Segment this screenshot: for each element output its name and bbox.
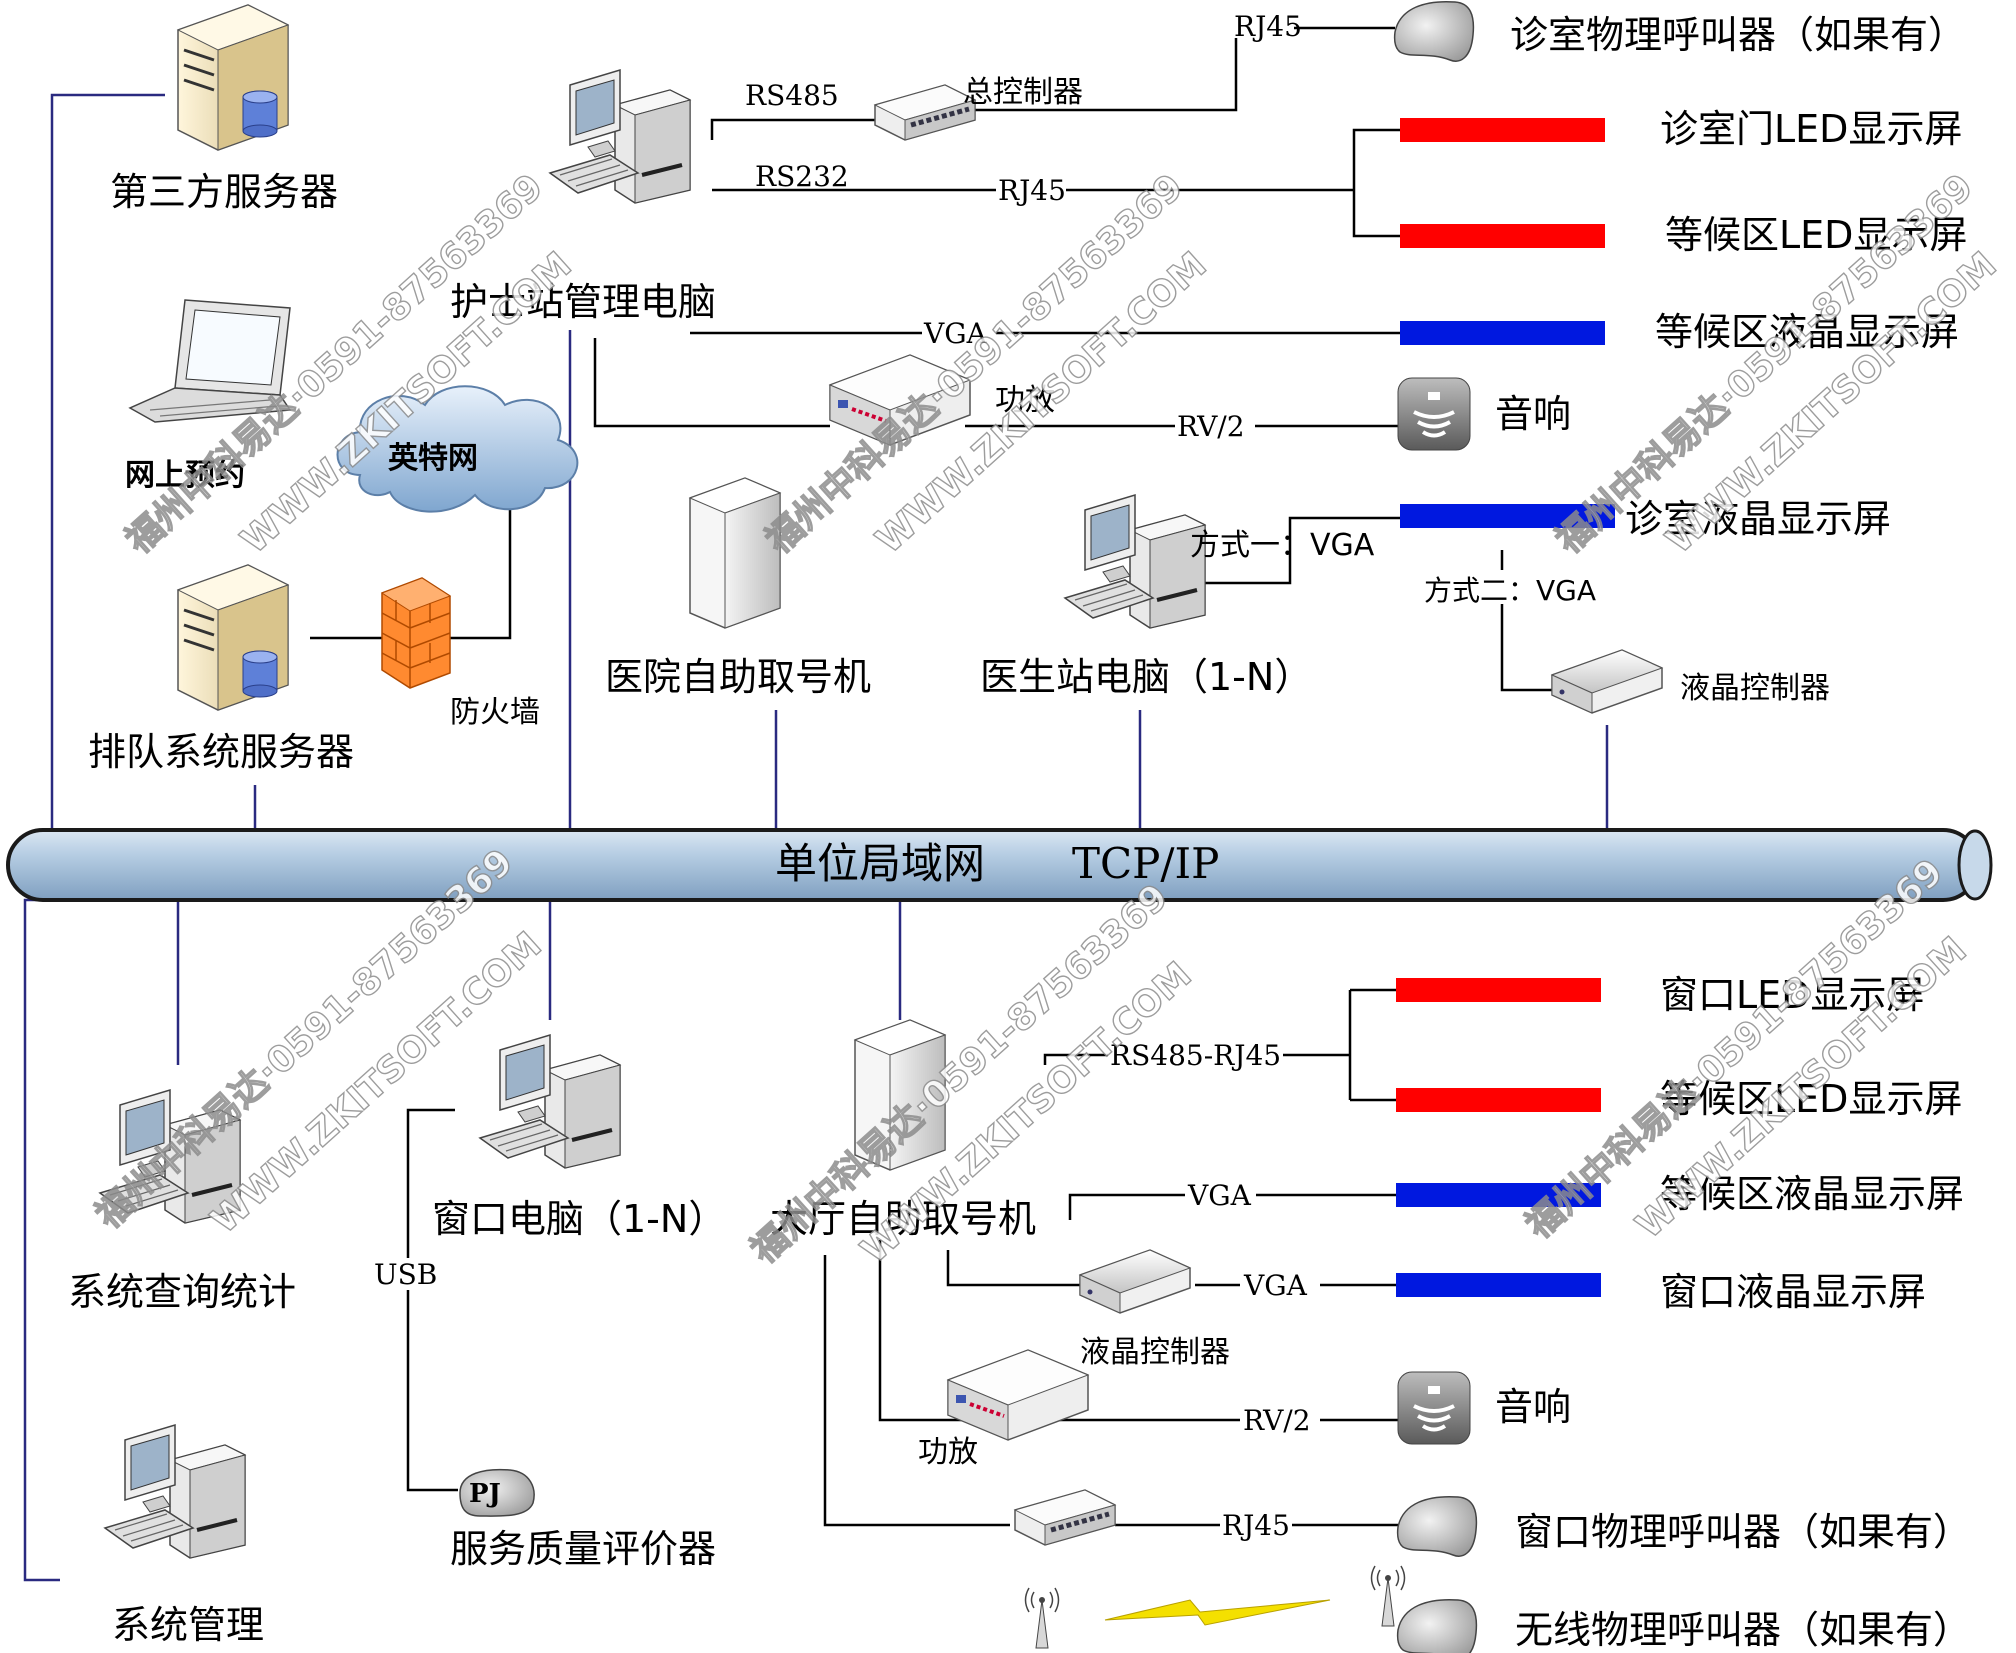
- wait-led-top-bar: [1400, 224, 1605, 248]
- hospital-kiosk-label: 医院自助取号机: [605, 655, 871, 699]
- rv2-b-label: RV/2: [1243, 1404, 1311, 1437]
- nurse-pc-icon: [548, 68, 692, 205]
- speaker-bottom-label: 音响: [1495, 1385, 1571, 1429]
- wait-led-top-label: 等候区LED显示屏: [1665, 213, 1967, 257]
- system-admin-label: 系统管理: [112, 1603, 264, 1647]
- wait-lcd-top-label: 等候区液晶显示屏: [1655, 310, 1959, 354]
- third-party-server-label: 第三方服务器: [110, 170, 338, 214]
- lcd-controller-bottom-label: 液晶控制器: [1080, 1335, 1230, 1370]
- display-bars: [1396, 118, 1615, 1297]
- internet-label: 英特网: [388, 441, 478, 476]
- hospital-kiosk-icon: [689, 477, 781, 629]
- room-caller-icon: [1393, 0, 1475, 62]
- window-led-bar: [1396, 978, 1601, 1002]
- internet-cloud-icon: [336, 385, 579, 513]
- rj45-b-label: RJ45: [998, 174, 1066, 207]
- mode1-label: 方式一：VGA: [1190, 528, 1375, 563]
- device-icons: PJ: [98, 0, 1663, 1653]
- wait-led-bottom-label: 等候区LED显示屏: [1660, 1077, 1962, 1121]
- lcd-controller-bottom-icon: [1079, 1249, 1191, 1314]
- link-labels: RS485 RS232 RJ45 RJ45 VGA RV/2 方式一：VGA 方…: [372, 10, 1610, 1542]
- evaluator-label: 服务质量评价器: [450, 1527, 716, 1571]
- speaker-top-icon: [1396, 376, 1472, 452]
- hall-kiosk-label: 大厅自助取号机: [770, 1197, 1036, 1241]
- device-labels: 诊室物理呼叫器（如果有） 诊室门LED显示屏 等候区LED显示屏 等候区液晶显示…: [1495, 13, 1971, 1652]
- rs485-rj45-label: RS485-RJ45: [1110, 1039, 1281, 1072]
- vga-b-label: VGA: [1187, 1179, 1252, 1212]
- vga-c-label: VGA: [1243, 1269, 1308, 1302]
- window-lcd-label: 窗口液晶显示屏: [1660, 1270, 1926, 1314]
- vga-a-label: VGA: [923, 317, 988, 350]
- wait-lcd-top-bar: [1400, 321, 1605, 345]
- wireless-antenna-left-icon: [1024, 1587, 1060, 1649]
- wait-lcd-bottom-bar: [1396, 1183, 1601, 1207]
- wait-lcd-bottom-label: 等候区液晶显示屏: [1660, 1172, 1964, 1216]
- master-controller-label: 总控制器: [963, 75, 1083, 110]
- query-stats-label: 系统查询统计: [68, 1270, 296, 1314]
- doctor-pc-icon: [1063, 493, 1207, 630]
- online-booking-label: 网上预约: [125, 458, 245, 493]
- wait-led-bottom-bar: [1396, 1088, 1601, 1112]
- room-caller-label: 诊室物理呼叫器（如果有）: [1510, 13, 1966, 57]
- mode2-label: 方式二：VGA: [1424, 574, 1596, 607]
- third-party-server-icon: [176, 3, 290, 152]
- rv2-a-label: RV/2: [1177, 410, 1245, 443]
- window-caller-label: 窗口物理呼叫器（如果有）: [1515, 1510, 1971, 1554]
- caller-switch-icon: [1015, 1490, 1115, 1545]
- rs232-label: RS232: [755, 160, 849, 193]
- evaluator-device: PJ: [459, 1468, 535, 1517]
- rs485-label: RS485: [745, 79, 839, 112]
- amplifier-top-label: 功放: [995, 383, 1055, 418]
- window-pc-label: 窗口电脑（1-N）: [432, 1197, 726, 1241]
- speaker-bottom-icon: [1396, 1370, 1472, 1446]
- wireless-caller-icon: [1396, 1598, 1478, 1653]
- room-lcd-bar: [1400, 504, 1615, 528]
- rj45-c-label: RJ45: [1222, 1509, 1290, 1542]
- wireless-bolt-icon: [1104, 1599, 1331, 1626]
- lan-protocol-label: TCP/IP: [1072, 839, 1219, 888]
- speaker-top-label: 音响: [1495, 392, 1571, 436]
- firewall-icon: [380, 577, 452, 689]
- node-labels: 第三方服务器 护士站管理电脑 网上预约 英特网 防火墙 排队系统服务器 医院自助…: [68, 75, 1830, 1647]
- window-caller-icon: [1396, 1495, 1478, 1557]
- firewall-label: 防火墙: [450, 695, 540, 730]
- evaluator-badge: PJ: [469, 1479, 501, 1509]
- amplifier-bottom-icon: [946, 1348, 1090, 1442]
- lcd-controller-top-label: 液晶控制器: [1680, 671, 1830, 706]
- queue-server-label: 排队系统服务器: [88, 730, 354, 774]
- window-led-label: 窗口LED显示屏: [1660, 973, 1924, 1017]
- master-controller-icon: [875, 85, 975, 140]
- lan-label: 单位局域网: [775, 839, 985, 888]
- connection-lines: [23, 26, 1609, 1582]
- wireless-caller-label: 无线物理呼叫器（如果有）: [1515, 1608, 1971, 1652]
- lcd-controller-top-icon: [1551, 649, 1663, 714]
- room-lcd-label: 诊室液晶显示屏: [1625, 497, 1891, 541]
- window-lcd-bar: [1396, 1273, 1601, 1297]
- system-admin-pc-icon: [103, 1423, 247, 1560]
- window-pc-icon: [478, 1033, 622, 1170]
- room-door-led-bar: [1400, 118, 1605, 142]
- lan-backbone: [6, 828, 1993, 902]
- room-door-led-label: 诊室门LED显示屏: [1660, 107, 1962, 151]
- amplifier-bottom-label: 功放: [918, 1435, 978, 1470]
- nurse-pc-label: 护士站管理电脑: [450, 280, 716, 324]
- rj45-a-label: RJ45: [1234, 10, 1302, 43]
- usb-label: USB: [374, 1258, 437, 1291]
- wireless-antenna-right-icon: [1370, 1565, 1406, 1627]
- doctor-pc-label: 医生站电脑（1-N）: [980, 655, 1312, 699]
- queue-server-icon: [176, 563, 290, 712]
- laptop-icon: [128, 299, 292, 423]
